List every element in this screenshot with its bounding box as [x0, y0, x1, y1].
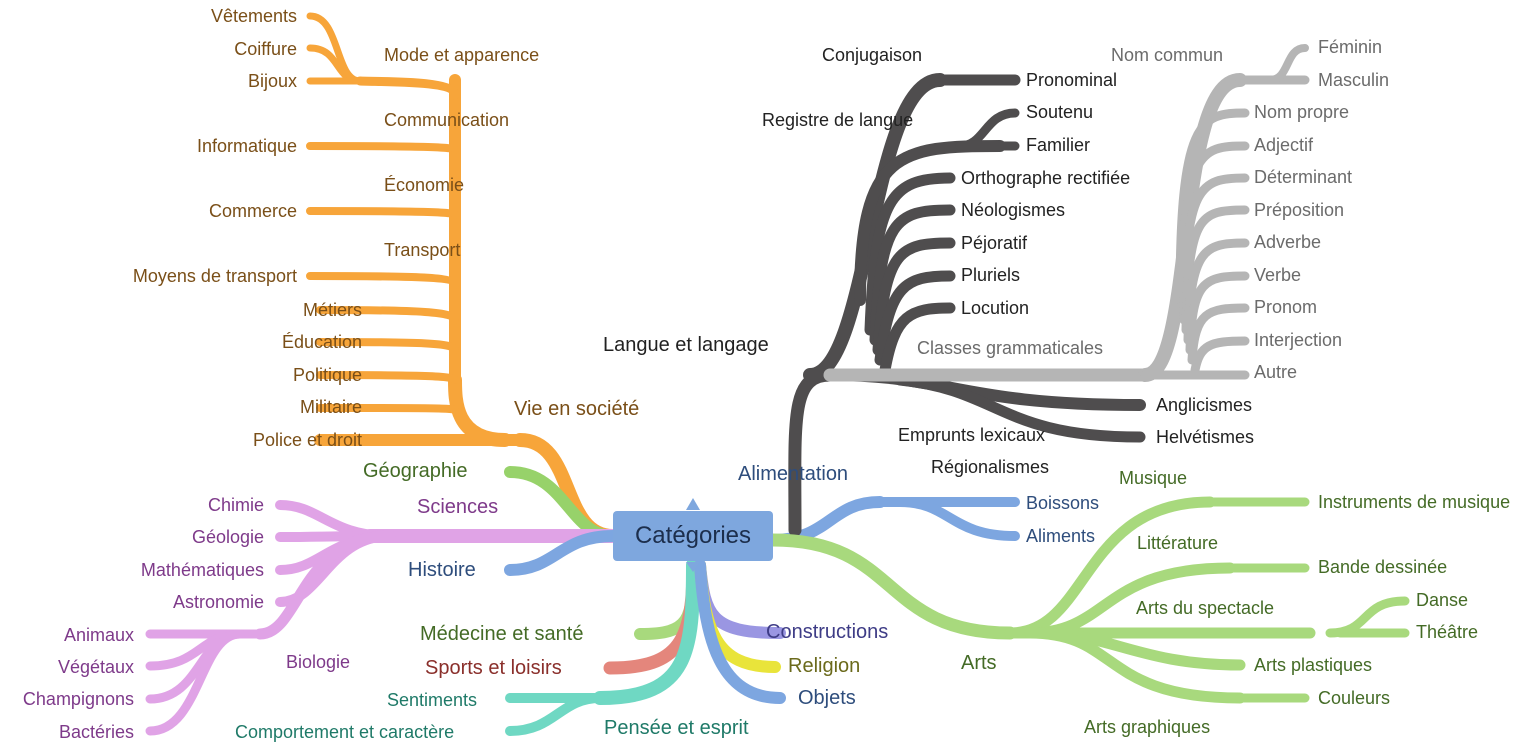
- node-instruments-de-musique[interactable]: Instruments de musique: [1318, 492, 1511, 512]
- node-astronomie[interactable]: Astronomie: [172, 592, 264, 612]
- node-constructions[interactable]: Constructions: [766, 621, 889, 643]
- node-couleurs[interactable]: Couleurs: [1318, 688, 1391, 708]
- node-nom-commun[interactable]: Nom commun: [1111, 45, 1224, 65]
- node-pronominal[interactable]: Pronominal: [1026, 70, 1118, 90]
- node-langue-et-langage[interactable]: Langue et langage: [603, 334, 769, 356]
- node-objets[interactable]: Objets: [798, 687, 856, 709]
- node-economie[interactable]: Économie: [384, 175, 465, 195]
- node-geographie[interactable]: Géographie: [363, 460, 468, 482]
- node-emprunts-lexicaux[interactable]: Emprunts lexicaux: [898, 425, 1046, 445]
- node-sports-et-loisirs[interactable]: Sports et loisirs: [425, 657, 562, 679]
- node-police-et-droit[interactable]: Police et droit: [252, 430, 362, 450]
- node-communication[interactable]: Communication: [384, 110, 510, 130]
- node-metiers[interactable]: Métiers: [302, 300, 362, 320]
- node-pejoratif[interactable]: Péjoratif: [961, 233, 1028, 253]
- node-sciences[interactable]: Sciences: [417, 496, 499, 518]
- node-chimie[interactable]: Chimie: [207, 495, 264, 515]
- branch-vie-en-societe: [306, 12, 620, 543]
- node-arts-graphiques[interactable]: Arts graphiques: [1084, 717, 1211, 737]
- node-autre[interactable]: Autre: [1254, 362, 1298, 382]
- node-bacteries[interactable]: Bactéries: [58, 722, 134, 742]
- node-religion[interactable]: Religion: [788, 655, 861, 677]
- node-helvetismes[interactable]: Helvétismes: [1156, 427, 1255, 447]
- node-politique[interactable]: Politique: [292, 365, 362, 385]
- node-commerce[interactable]: Commerce: [208, 201, 297, 221]
- node-champignons[interactable]: Champignons: [22, 689, 134, 709]
- node-comportement-et-caractere[interactable]: Comportement et caractère: [235, 722, 455, 742]
- branch-classes: [823, 44, 1310, 382]
- branch-arts: [766, 496, 1410, 704]
- node-soutenu[interactable]: Soutenu: [1026, 102, 1094, 122]
- node-aliments[interactable]: Aliments: [1026, 526, 1096, 546]
- node-nom-propre[interactable]: Nom propre: [1254, 102, 1350, 122]
- node-registre-de-langue[interactable]: Registre de langue: [762, 110, 914, 130]
- node-familier[interactable]: Familier: [1026, 135, 1091, 155]
- node-locution[interactable]: Locution: [961, 298, 1030, 318]
- node-musique[interactable]: Musique: [1119, 468, 1188, 488]
- node-pluriels[interactable]: Pluriels: [961, 265, 1021, 285]
- branch-alimentation: [767, 496, 1020, 546]
- node-feminin[interactable]: Féminin: [1318, 37, 1383, 57]
- branch-histoire: [504, 530, 619, 576]
- node-litterature[interactable]: Littérature: [1137, 533, 1219, 553]
- node-arts-du-spectacle[interactable]: Arts du spectacle: [1136, 598, 1275, 618]
- node-coiffure[interactable]: Coiffure: [234, 39, 297, 59]
- node-orthographe-rectifiee[interactable]: Orthographe rectifiée: [961, 168, 1131, 188]
- root-node[interactable]: Catégories: [613, 511, 773, 561]
- node-sentiments[interactable]: Sentiments: [387, 690, 478, 710]
- root-label: Catégories: [634, 522, 752, 549]
- node-preposition[interactable]: Préposition: [1254, 200, 1345, 220]
- node-education[interactable]: Éducation: [281, 332, 362, 352]
- branch-sciences: [145, 500, 620, 736]
- root-bottom-marker: [686, 562, 700, 572]
- node-pronom[interactable]: Pronom: [1254, 297, 1318, 317]
- node-pensee-et-esprit[interactable]: Pensée et esprit: [604, 717, 749, 739]
- node-transport[interactable]: Transport: [384, 240, 461, 260]
- node-boissons[interactable]: Boissons: [1026, 493, 1100, 513]
- node-moyens-de-transport[interactable]: Moyens de transport: [132, 266, 297, 286]
- node-alimentation[interactable]: Alimentation: [738, 463, 849, 485]
- node-vetements[interactable]: Vêtements: [210, 6, 297, 26]
- node-vegetaux[interactable]: Végétaux: [57, 657, 134, 677]
- node-anglicismes[interactable]: Anglicismes: [1156, 395, 1253, 415]
- node-militaire[interactable]: Militaire: [299, 397, 362, 417]
- node-bande-dessinee[interactable]: Bande dessinée: [1318, 557, 1448, 577]
- node-determinant[interactable]: Déterminant: [1254, 167, 1353, 187]
- node-arts[interactable]: Arts: [961, 652, 997, 674]
- node-regionalismes[interactable]: Régionalismes: [931, 457, 1050, 477]
- node-animaux[interactable]: Animaux: [63, 625, 134, 645]
- node-theatre[interactable]: Théâtre: [1416, 622, 1479, 642]
- node-medecine-et-sante[interactable]: Médecine et santé: [420, 623, 584, 645]
- node-arts-plastiques[interactable]: Arts plastiques: [1254, 655, 1373, 675]
- node-bijoux[interactable]: Bijoux: [247, 71, 297, 91]
- node-vie-en-societe[interactable]: Vie en société: [514, 398, 640, 420]
- root-top-marker: [686, 498, 700, 510]
- node-informatique[interactable]: Informatique: [196, 136, 297, 156]
- node-neologismes[interactable]: Néologismes: [961, 200, 1066, 220]
- node-verbe[interactable]: Verbe: [1254, 265, 1302, 285]
- node-danse[interactable]: Danse: [1416, 590, 1469, 610]
- node-adverbe[interactable]: Adverbe: [1254, 232, 1322, 252]
- node-histoire[interactable]: Histoire: [408, 559, 476, 581]
- node-geologie[interactable]: Géologie: [191, 527, 264, 547]
- branch-langue: [788, 73, 1146, 537]
- node-mathematiques[interactable]: Mathématiques: [140, 560, 264, 580]
- branch-bottom: [505, 558, 786, 736]
- node-adjectif[interactable]: Adjectif: [1254, 135, 1314, 155]
- node-interjection[interactable]: Interjection: [1254, 330, 1343, 350]
- node-masculin[interactable]: Masculin: [1318, 70, 1390, 90]
- node-classes-grammaticales[interactable]: Classes grammaticales: [917, 338, 1104, 358]
- node-conjugaison[interactable]: Conjugaison: [822, 45, 923, 65]
- node-biologie[interactable]: Biologie: [286, 652, 351, 672]
- node-mode-et-apparence[interactable]: Mode et apparence: [384, 45, 540, 65]
